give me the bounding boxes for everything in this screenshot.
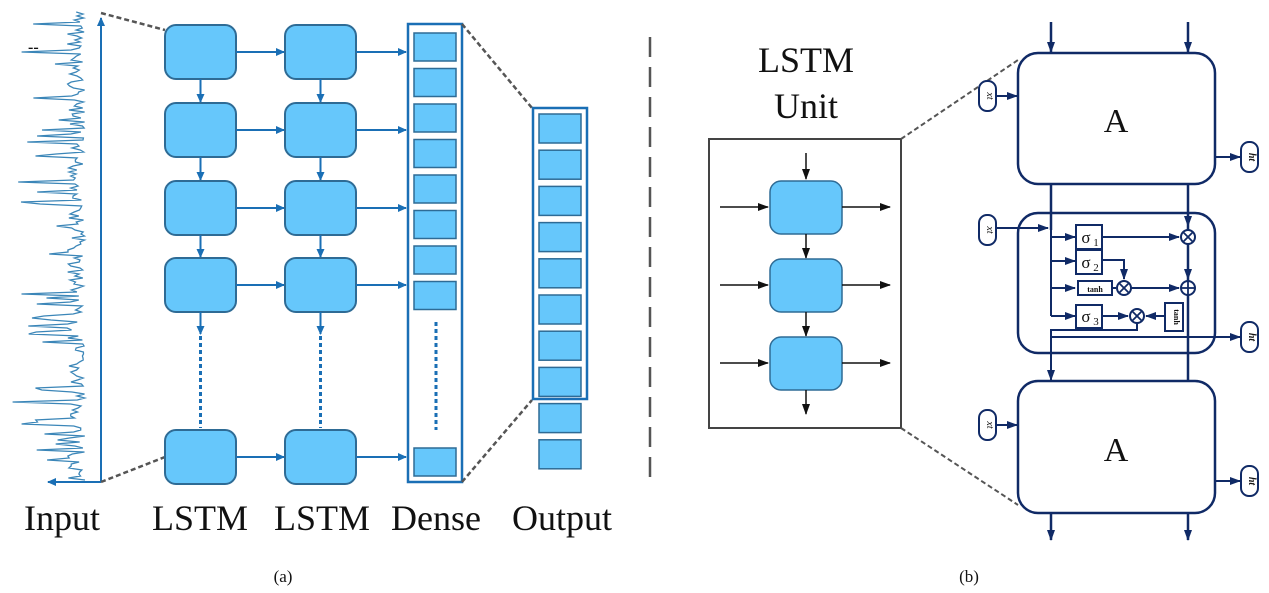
gate-tanh2: tanh <box>1164 302 1184 332</box>
output-unit <box>538 258 582 289</box>
dense-unit <box>413 447 457 477</box>
ht-badge-bottom <box>1240 465 1259 497</box>
lstm-cell-c1-r3 <box>164 180 237 236</box>
caption-b: (b) <box>959 567 979 586</box>
sigma1-symbol: σ <box>1081 228 1090 247</box>
dense-unit <box>413 174 457 204</box>
lstm-unit-title-line1: LSTM <box>758 40 854 80</box>
lstm-cell-c2-r4 <box>284 257 357 313</box>
lstm-cell-c1-r5 <box>164 429 237 485</box>
lstm-unit-cells <box>720 153 891 415</box>
unit-cell-3 <box>769 336 843 391</box>
panel-b: LSTM Unit A xt ht xt <box>708 22 1259 586</box>
lstm-cell-c2-r5 <box>284 429 357 485</box>
dense-unit <box>413 245 457 275</box>
lstm-unit-box <box>708 138 902 429</box>
cell-a-bottom-label: A <box>1104 432 1129 469</box>
ht-label-bottom: ht <box>1246 477 1257 487</box>
projection-unit-top <box>900 59 1019 140</box>
output-unit <box>538 402 582 434</box>
op-add <box>1180 280 1196 296</box>
projection-line-top <box>100 11 166 32</box>
projection-dense-output-bottom <box>461 399 533 483</box>
sigma2-symbol: σ <box>1081 253 1090 272</box>
xt-label-mid: xt <box>984 225 995 233</box>
output-unit <box>538 294 582 325</box>
gate-tanh1: tanh <box>1077 280 1113 296</box>
dense-unit <box>413 32 457 62</box>
cell-a-top: A xt ht <box>978 22 1259 230</box>
op-multiply-input <box>1116 280 1132 296</box>
lstm-cell-c1-r1 <box>164 24 237 80</box>
output-unit <box>538 185 582 217</box>
output-unit <box>538 439 582 470</box>
output-unit <box>538 149 582 180</box>
dense-unit <box>413 67 457 98</box>
corner-mark: -- <box>28 39 39 56</box>
output-unit <box>538 330 582 361</box>
cell-a-bottom: A xt ht <box>978 379 1259 541</box>
cell-detail-frame <box>1016 211 1217 355</box>
op-multiply-forget <box>1180 229 1196 245</box>
op-multiply-output <box>1129 308 1145 324</box>
dense-unit <box>413 138 457 169</box>
cell-a-bottom-frame <box>1016 379 1217 515</box>
label-lstm-2: LSTM <box>274 498 370 538</box>
output-unit <box>538 366 582 398</box>
output-unit <box>538 113 582 144</box>
ht-label-mid: ht <box>1246 333 1257 343</box>
output-unit <box>538 221 582 253</box>
xt-badge-mid <box>978 214 997 246</box>
ht-badge-mid <box>1240 321 1259 353</box>
tanh1-text: tanh <box>1087 285 1103 294</box>
xt-label-top: xt <box>984 91 995 99</box>
layer-labels: Input LSTM LSTM Dense Output <box>24 498 612 538</box>
input-signal <box>12 11 105 486</box>
output-layer-frame <box>531 106 589 401</box>
caption-a: (a) <box>274 567 293 586</box>
cell-a-top-label: A <box>1104 103 1129 140</box>
label-input: Input <box>24 498 100 538</box>
projection-line-bottom <box>100 455 166 484</box>
label-lstm-1: LSTM <box>152 498 248 538</box>
ht-label-top: ht <box>1246 153 1257 163</box>
dense-unit <box>413 209 457 240</box>
gate-sigma3: σ 3 <box>1075 304 1103 329</box>
sigma2-to-multiply <box>1102 259 1128 280</box>
sigma2-subscript: 2 <box>1093 262 1099 274</box>
projection-unit-bottom <box>900 427 1019 506</box>
lstm-layers <box>164 24 407 485</box>
gate-sigma1: σ 1 <box>1075 224 1103 250</box>
ht-badge-top <box>1240 141 1259 173</box>
input-waveform <box>12 11 88 481</box>
projection-dense-output-top <box>461 23 533 109</box>
lstm-cell-c2-r3 <box>284 180 357 236</box>
tanh2-text: tanh <box>1172 309 1181 325</box>
gate-sigma2: σ 2 <box>1075 249 1103 275</box>
sigma3-subscript: 3 <box>1093 316 1099 328</box>
unit-cell-2 <box>769 258 843 313</box>
output-layer <box>531 106 589 470</box>
hidden-state-down <box>1047 323 1138 381</box>
panel-a: -- Input LSTM LSTM Dense <box>12 11 612 586</box>
dense-unit <box>413 280 457 311</box>
dense-layer-frame <box>406 22 464 484</box>
sigma1-subscript: 1 <box>1093 237 1099 249</box>
cell-a-top-frame <box>1016 51 1217 186</box>
dense-unit <box>413 103 457 133</box>
sigma3-symbol: σ <box>1081 307 1090 326</box>
lstm-unit-title-line2: Unit <box>774 86 838 126</box>
lstm-cell-c1-r2 <box>164 102 237 158</box>
unit-cell-1 <box>769 180 843 235</box>
dense-layer <box>406 22 464 484</box>
xt-label-bottom: xt <box>984 420 995 428</box>
lstm-unit-frame <box>708 138 902 429</box>
cell-detail: xt σ 1 σ 2 tanh <box>978 211 1259 381</box>
label-output: Output <box>512 498 612 538</box>
label-dense: Dense <box>391 498 481 538</box>
lstm-cell-c2-r1 <box>284 24 357 80</box>
lstm-cell-c1-r4 <box>164 257 237 313</box>
lstm-cell-c2-r2 <box>284 102 357 158</box>
